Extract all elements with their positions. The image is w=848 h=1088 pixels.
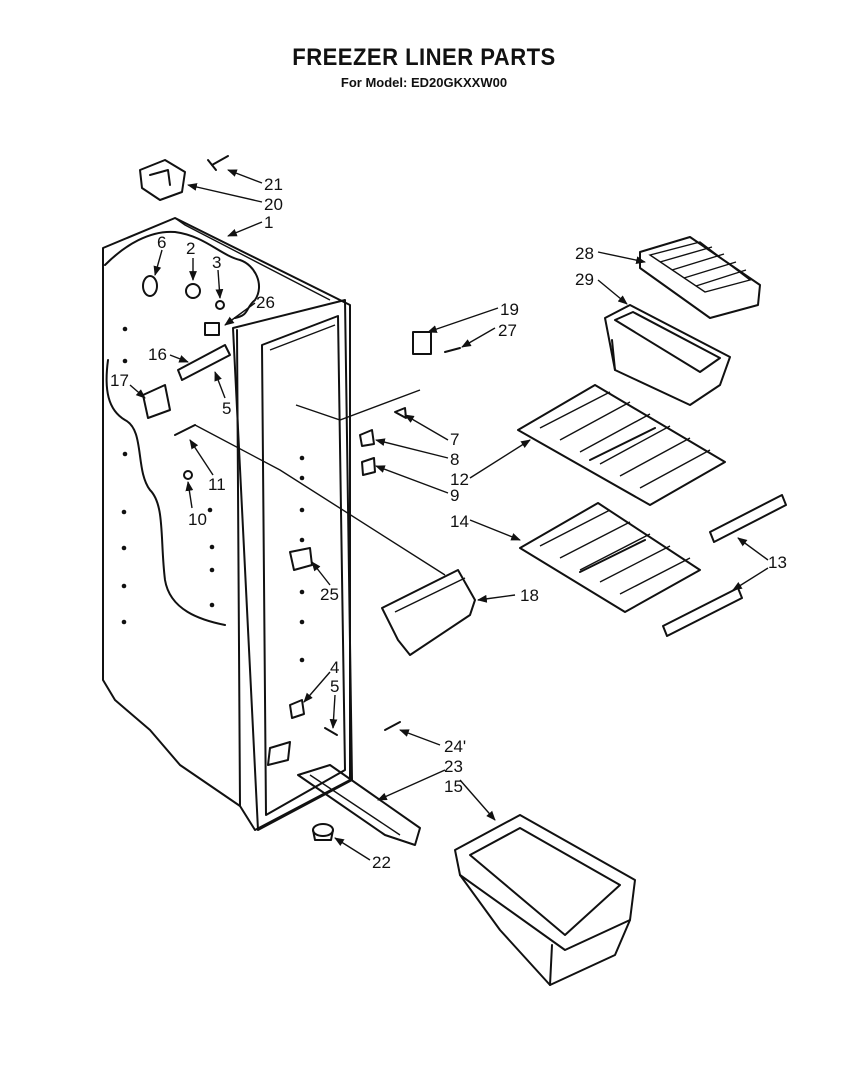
callout-23: 23 [444, 757, 463, 776]
shelf-rails [662, 494, 787, 637]
ice-bin [604, 304, 731, 406]
model-subtitle: For Model: ED20GKXXW00 [340, 75, 508, 90]
callout-7: 7 [450, 430, 459, 449]
callout-18: 18 [520, 586, 539, 605]
bottom-rail-23 [297, 721, 421, 846]
callout-19: 19 [500, 300, 519, 319]
callout-14: 14 [450, 512, 469, 531]
liner-hardware [142, 275, 338, 766]
callout-22: 22 [372, 853, 391, 872]
callout-27: 27 [498, 321, 517, 340]
callout-21: 21 [264, 175, 283, 194]
damper-part [359, 331, 461, 476]
callout-2: 2 [186, 239, 195, 258]
callout-labels: 21 20 1 6 2 3 26 16 17 5 11 10 25 4 5 24… [110, 175, 787, 872]
callout-25: 25 [320, 585, 339, 604]
callout-5b: 5 [330, 677, 339, 696]
callout-28: 28 [575, 244, 594, 263]
callout-16: 16 [148, 345, 167, 364]
callout-10: 10 [188, 510, 207, 529]
callout-13: 13 [768, 553, 787, 572]
ice-cube-tray [639, 236, 761, 319]
callout-12: 12 [450, 470, 469, 489]
freezer-pan [454, 814, 636, 986]
shelf-bracket-18 [381, 569, 476, 656]
callout-29: 29 [575, 270, 594, 289]
callout-26: 26 [256, 293, 275, 312]
callout-8: 8 [450, 450, 459, 469]
callout-1: 1 [264, 213, 273, 232]
wire-shelf-lower [519, 502, 701, 613]
leader-lines [129, 169, 769, 861]
freezer-liner [102, 217, 446, 831]
callout-15: 15 [444, 777, 463, 796]
diagram-title: FREEZER LINER PARTS [292, 44, 556, 71]
callout-20: 20 [264, 195, 283, 214]
callout-11: 11 [208, 475, 226, 494]
foot-22 [312, 823, 334, 841]
wire-shelf-upper [517, 384, 726, 506]
callout-6: 6 [157, 233, 166, 252]
callout-4: 4 [330, 658, 339, 677]
callout-5a: 5 [222, 399, 231, 418]
callout-9: 9 [450, 486, 459, 505]
top-bracket [139, 155, 229, 201]
callout-24: 24' [444, 737, 466, 756]
callout-3: 3 [212, 253, 221, 272]
callout-17: 17 [110, 371, 129, 390]
